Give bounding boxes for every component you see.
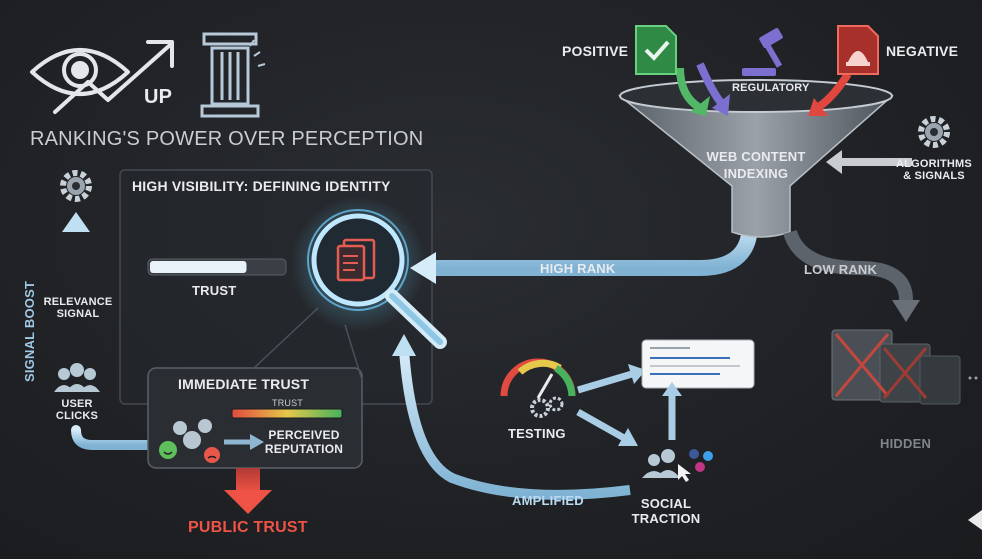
- clicks-line2: CLICKS: [55, 410, 99, 422]
- public-trust-down-arrow: [224, 468, 272, 514]
- trust-meter: [231, 408, 343, 419]
- high-rank-arrowhead: [410, 252, 436, 284]
- low-rank-label: LOW RANK: [804, 262, 878, 277]
- pillar-icon: [200, 32, 266, 118]
- negative-label: NEGATIVE: [886, 43, 959, 59]
- perceived-reputation-label: PERCEIVED REPUTATION: [262, 428, 346, 456]
- relevance-signal-label: RELEVANCE SIGNAL: [36, 296, 120, 320]
- gauge-icon: [500, 358, 576, 418]
- funnel-label-line1: WEB CONTENT: [706, 149, 806, 164]
- eye-trend-icon: [30, 40, 174, 114]
- page-title: RANKING'S POWER OVER PERCEPTION: [30, 128, 424, 150]
- relevance-line2: SIGNAL: [56, 308, 100, 320]
- signal-boost-label: SIGNAL BOOST: [22, 280, 37, 382]
- traction-line2: TRACTION: [631, 511, 701, 526]
- trust-bar: [147, 258, 287, 276]
- signal-loop: [71, 225, 165, 450]
- positive-label: POSITIVE: [562, 43, 629, 59]
- social-users-icon: [642, 449, 713, 482]
- traction-line1: SOCIAL: [640, 496, 692, 511]
- regulatory-label: REGULATORY: [732, 82, 810, 94]
- trust-label: TRUST: [192, 283, 237, 298]
- positive-arrow: [676, 67, 703, 112]
- search-results-card: [641, 339, 755, 389]
- alert-document-icon: [837, 25, 879, 75]
- algorithms-gear-icon: [918, 116, 950, 148]
- up-label: UP: [144, 86, 173, 108]
- immediate-trust-title: IMMEDIATE TRUST: [178, 376, 310, 392]
- funnel-label: WEB CONTENT INDEXING: [692, 148, 820, 182]
- trust-meter-label: TRUST: [272, 398, 303, 408]
- users-icon: [54, 363, 100, 392]
- magnifier-icon: [290, 196, 447, 349]
- social-traction-label: SOCIAL TRACTION: [626, 496, 706, 526]
- user-clicks-label: USER CLICKS: [44, 398, 110, 422]
- gear-icon: [60, 170, 92, 202]
- amplified-pipe: [399, 349, 631, 500]
- amplified-label: AMPLIFIED: [512, 493, 584, 508]
- gavel-icon: [742, 28, 783, 76]
- algorithms-line1: ALGORITHMS: [896, 158, 972, 170]
- algorithms-label: ALGORITHMS & SIGNALS: [886, 158, 982, 182]
- funnel-label-line2: INDEXING: [723, 166, 789, 181]
- relevance-line1: RELEVANCE: [43, 296, 113, 308]
- clicks-line1: USER: [61, 398, 93, 410]
- algorithms-line2: & SIGNALS: [903, 170, 965, 182]
- perceived-line1: PERCEIVED: [268, 428, 340, 442]
- low-rank-pipe: [783, 229, 913, 301]
- check-document-icon: [635, 25, 677, 75]
- negative-arrow: [817, 71, 852, 110]
- high-rank-label: HIGH RANK: [540, 261, 616, 276]
- perceived-line2: REPUTATION: [264, 442, 344, 456]
- arrow-up-head: [62, 212, 90, 232]
- public-trust-label: PUBLIC TRUST: [188, 519, 308, 536]
- hidden-label: HIDDEN: [880, 436, 932, 451]
- visibility-title: HIGH VISIBILITY: DEFINING IDENTITY: [132, 178, 391, 194]
- hidden-documents-icon: [831, 329, 978, 405]
- testing-label: TESTING: [508, 426, 566, 441]
- reaction-faces-icon: [159, 419, 220, 463]
